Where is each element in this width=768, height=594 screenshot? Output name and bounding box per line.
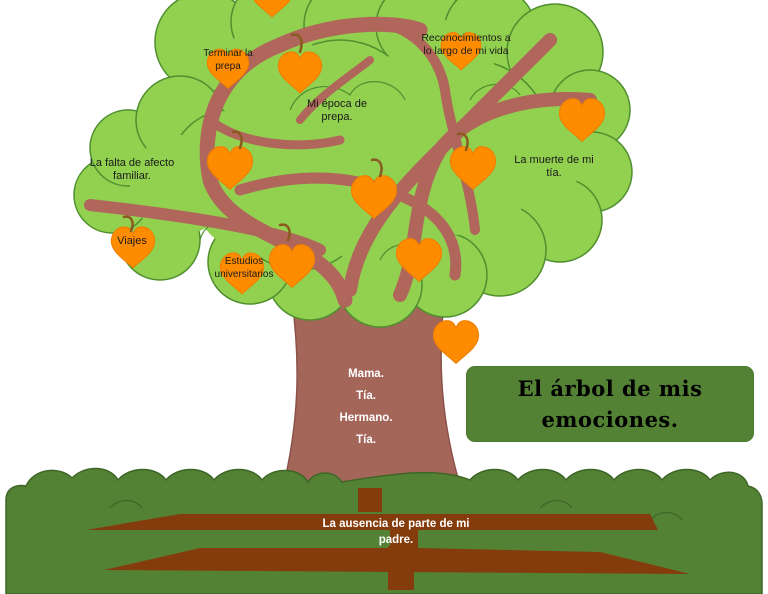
trunk-label-2: Tía. bbox=[356, 390, 376, 402]
label-reconocimientos: Reconocimientos a lo largo de mi vida bbox=[421, 32, 511, 57]
trunk-label-3: Hermano. bbox=[339, 412, 393, 424]
label-falta-afecto: La falta de afecto familiar. bbox=[89, 157, 175, 182]
trunk-label-1: Mama. bbox=[348, 368, 384, 380]
trunk-label-4: Tía. bbox=[356, 434, 376, 446]
label-terminar-prepa: Terminar la prepa bbox=[203, 48, 253, 72]
label-epoca-prepa: Mi época de prepa. bbox=[307, 98, 367, 123]
tree-roots bbox=[86, 488, 690, 590]
root-label: La ausencia de parte de mi padre. bbox=[322, 518, 470, 546]
title-box: El árbol de mis emociones. bbox=[466, 366, 754, 442]
label-muerte-tia: La muerte de mi tía. bbox=[514, 154, 594, 179]
label-viajes: Viajes bbox=[117, 235, 147, 247]
heart-stems bbox=[122, 33, 469, 242]
label-estudios: Estudios universitarios bbox=[214, 256, 274, 280]
diagram-title: El árbol de mis emociones. bbox=[517, 376, 703, 432]
